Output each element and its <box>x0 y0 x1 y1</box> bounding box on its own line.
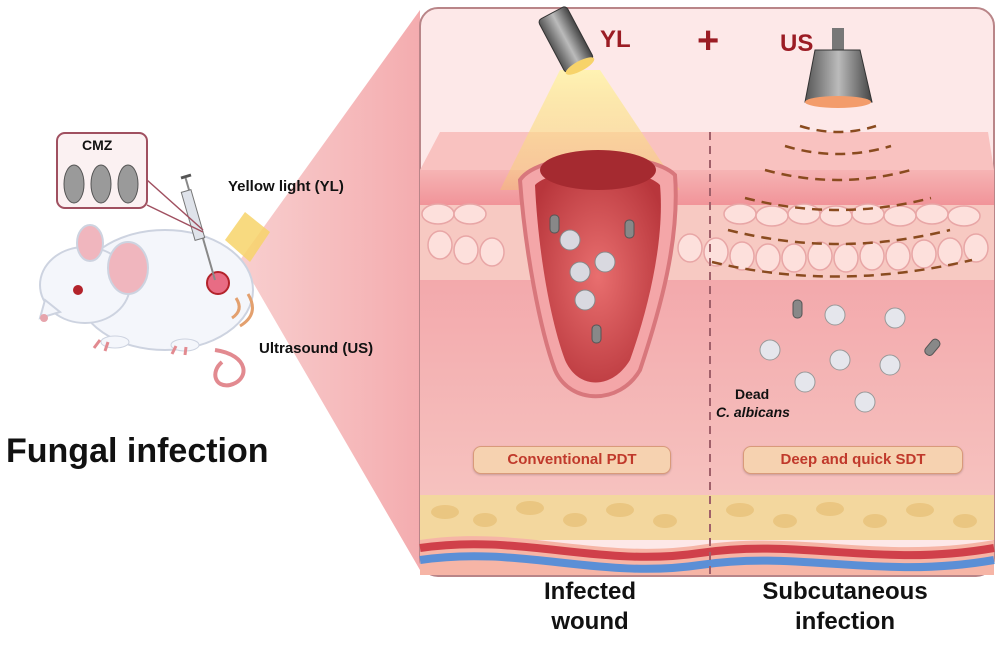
infected-wound-line2: wound <box>551 608 629 635</box>
infected-wound-caption: Infected wound <box>520 577 660 637</box>
epidermal-cells <box>421 203 989 273</box>
zoom-cone <box>240 10 420 570</box>
conventional-pdt-tag: Conventional PDT <box>473 446 671 474</box>
plus-symbol: + <box>697 20 720 62</box>
subcutaneous-line1: Subcutaneous <box>762 578 928 605</box>
species-label: C. albicans <box>716 404 790 420</box>
cmz-box <box>56 132 204 233</box>
page-title: Fungal infection <box>6 432 269 470</box>
us-transducer-icon <box>804 28 873 108</box>
ultrasound-waves <box>711 124 973 278</box>
ultrasound-label: Ultrasound (US) <box>259 340 374 357</box>
cmz-label: CMZ <box>82 137 113 153</box>
yellow-light-label: Yellow light (YL) <box>228 178 344 195</box>
yl-lamp-icon <box>538 6 595 75</box>
yellow-light-beam-icon <box>225 212 270 262</box>
infected-wound-line1: Infected <box>543 578 636 605</box>
fungal-cells-wound <box>549 214 635 344</box>
dead-label: Dead <box>735 386 770 402</box>
skin-panel <box>419 7 995 577</box>
mouse-illustration <box>38 224 254 388</box>
capsule-icon <box>90 164 112 204</box>
us-label: US <box>780 30 814 57</box>
subcutaneous-line2: infection <box>795 608 895 635</box>
capsule-icon <box>117 164 139 204</box>
dead-fungal-cells <box>759 299 941 413</box>
fat-layer <box>431 501 977 528</box>
capsule-icon <box>63 164 85 204</box>
subcutaneous-infection-caption: Subcutaneous infection <box>735 577 955 637</box>
yl-label: YL <box>600 26 631 53</box>
deep-quick-sdt-tag: Deep and quick SDT <box>743 446 963 474</box>
